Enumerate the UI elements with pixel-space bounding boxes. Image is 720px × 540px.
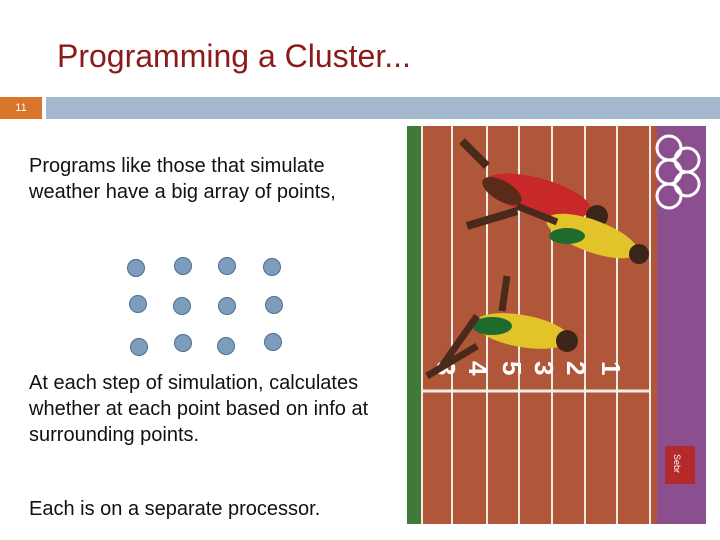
lane-number: 2: [561, 361, 591, 375]
grid-point: [174, 257, 192, 275]
grid-point: [129, 295, 147, 313]
grid-point: [263, 258, 281, 276]
slide-number: 11: [0, 97, 42, 119]
paragraph-3: Each is on a separate processor.: [29, 498, 321, 520]
header-bar: [46, 97, 720, 119]
runner-jamaica-2: [425, 275, 578, 380]
lane-number: 1: [596, 361, 626, 375]
lane-number: 4: [463, 361, 493, 376]
grid-point: [218, 297, 236, 315]
grid-point: [127, 259, 145, 277]
paragraph-2: At each step of simulation, calculates w…: [29, 372, 369, 446]
runner-red: [459, 138, 608, 230]
grid-point: [218, 257, 236, 275]
sponsor-sign: Sebr: [672, 454, 682, 473]
grid-point: [264, 333, 282, 351]
grid-point: [217, 337, 235, 355]
lane-number: 5: [497, 361, 527, 375]
sprint-race-photo: 3 4 5 3 2 1 Sebr: [407, 126, 706, 524]
lane-number: 3: [529, 361, 559, 375]
slide-title: Programming a Cluster...: [57, 38, 411, 74]
grid-point: [174, 334, 192, 352]
runner-jamaica-1: [515, 202, 649, 264]
grid-point: [265, 296, 283, 314]
grid-point: [173, 297, 191, 315]
paragraph-1: Programs like those that simulate weathe…: [29, 155, 336, 203]
grid-point: [130, 338, 148, 356]
